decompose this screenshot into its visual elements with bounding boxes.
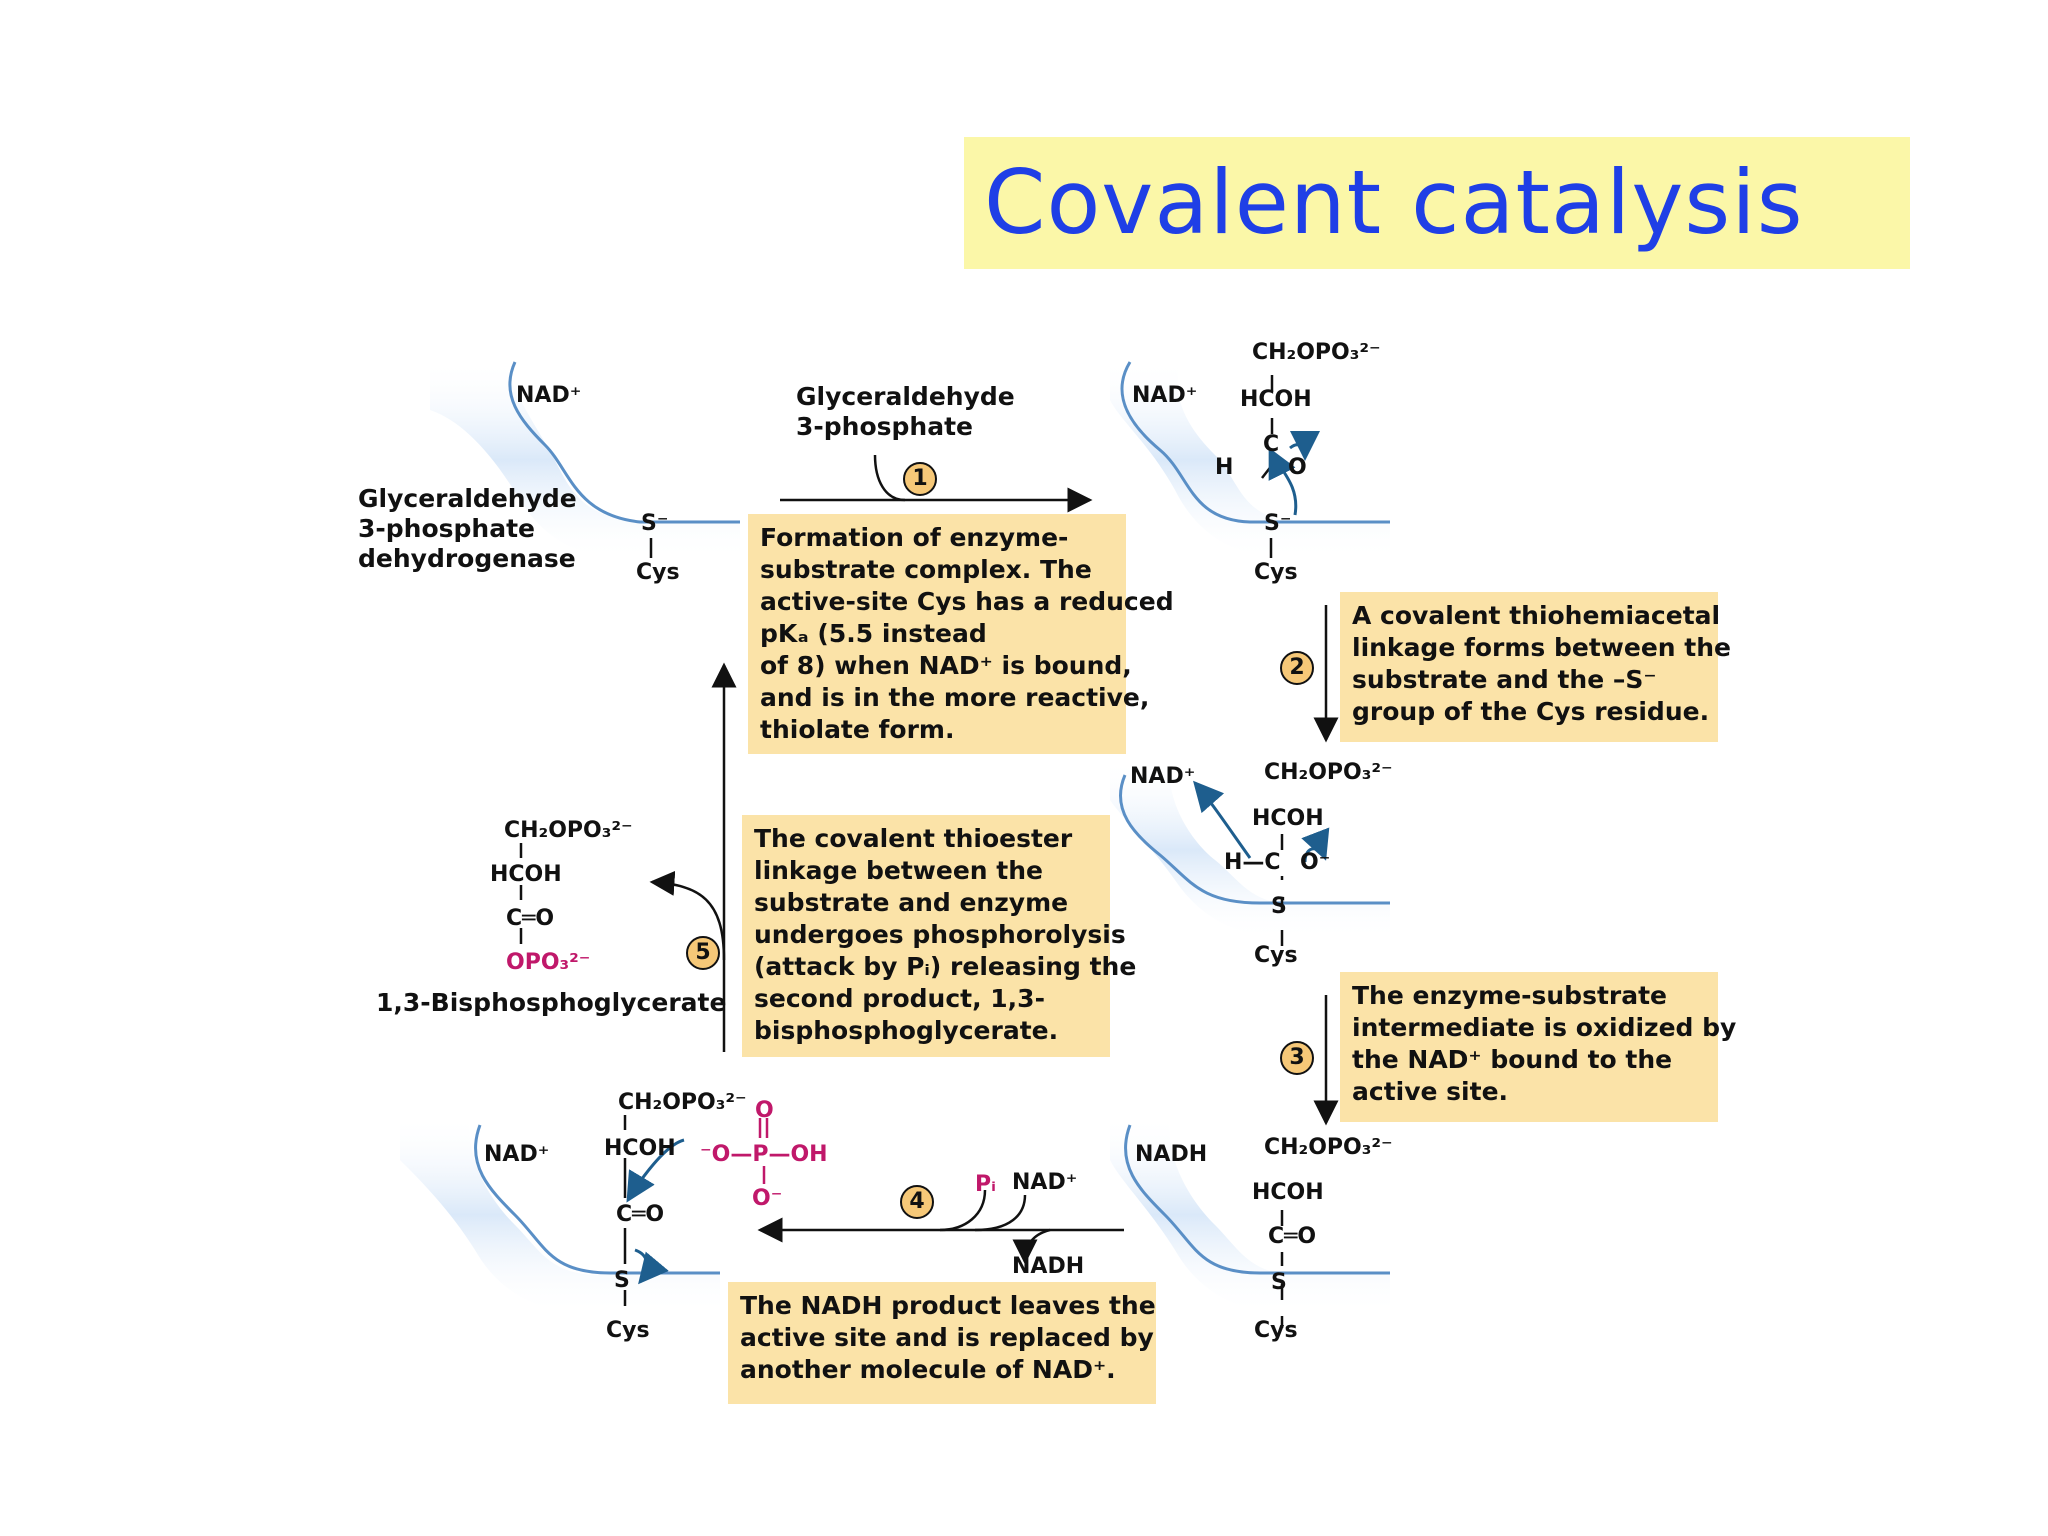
c-eq-o-5: C═O [616,1202,665,1227]
hcoh-3: HCOH [1252,806,1324,831]
pi-label: Pᵢ [975,1172,996,1197]
reaction-arrows [649,454,1339,1265]
ch2opo3-5: CH₂OPO₃²⁻ [618,1090,747,1115]
enzyme-surface-5 [400,1115,720,1315]
ch2opo3-4: CH₂OPO₃²⁻ [1264,1135,1393,1160]
cys-label-4: Cys [1254,1318,1298,1343]
ch2opo3-2: CH₂OPO₃²⁻ [1252,340,1381,365]
substrate-name: Glyceraldehyde 3-phosphate [796,382,1015,441]
s-5: S [614,1268,630,1293]
arrow-nadh-out [1012,1228,1051,1265]
arrow-step-5-branch [649,870,726,961]
enzyme-surface-4 [1110,1115,1390,1315]
annotation-step-4: The NADH product leaves the active site … [728,1282,1156,1404]
cys-label-2: Cys [1254,560,1298,585]
step-1-circle: 1 [903,462,937,496]
annotation-step-3: The enzyme-substrate intermediate is oxi… [1340,972,1736,1122]
c-eq-o-4: C═O [1268,1224,1317,1249]
step-3-circle: 3 [1280,1041,1314,1075]
annotation-step-2: A covalent thiohemiacetal linkage forms … [1340,592,1731,742]
arrow-nad-in [974,1194,1027,1232]
cys-label-5: Cys [606,1318,650,1343]
product-name: 1,3-Bisphosphoglycerate [376,988,727,1017]
title-box: Covalent catalysis [964,137,1910,269]
step-2-circle: 2 [1280,651,1314,685]
enzyme-surface-3 [1110,760,1390,940]
annotation-step-1: Formation of enzyme- substrate complex. … [748,514,1174,754]
s-4: S [1271,1270,1287,1295]
nad-label-1: NAD⁺ [516,383,582,408]
s-minus-1: S⁻ [641,511,669,536]
product-hcoh: HCOH [490,862,562,887]
phosphate-o-top: O [755,1098,774,1123]
product-c-eq-o: C═O [506,906,555,931]
arrow-pi-in [939,1189,987,1232]
arrow-substrate-in [873,454,906,502]
slide-title: Covalent catalysis [984,151,1804,254]
hcoh-4: HCOH [1252,1180,1324,1205]
phosphate-chain: ⁻O—P—OH [700,1142,828,1167]
cys-label-1: Cys [636,560,680,585]
o-2: O [1288,455,1307,480]
annotation-step-5: The covalent thioester linkage between t… [742,815,1136,1057]
nad-label-3: NAD⁺ [1130,764,1196,789]
nadh-out: NADH [1012,1254,1085,1279]
nad-plus-in: NAD⁺ [1012,1170,1078,1195]
phosphate-bonds [758,1118,769,1184]
cys-label-3: Cys [1254,943,1298,968]
nadh-label-4: NADH [1135,1142,1208,1167]
step-5-circle: 5 [686,936,720,970]
enzyme-surface-1 [430,360,740,560]
step-4-circle: 4 [900,1185,934,1219]
nad-label-5: NAD⁺ [484,1142,550,1167]
product-opo3: OPO₃²⁻ [506,950,591,975]
o-minus-3: O⁻ [1300,850,1331,875]
h-2: H [1215,455,1234,480]
product-ch2opo3: CH₂OPO₃²⁻ [504,818,633,843]
phosphate-o-minus: O⁻ [752,1186,783,1211]
h-c-3: H—C [1224,850,1281,875]
s-3: S [1271,894,1287,919]
nad-label-2: NAD⁺ [1132,383,1198,408]
hcoh-2: HCOH [1240,387,1312,412]
hcoh-5: HCOH [604,1136,676,1161]
s-minus-2: S⁻ [1264,511,1292,536]
c-2: C [1263,432,1280,457]
mechanism-arrows [626,430,1330,1285]
ch2opo3-3: CH₂OPO₃²⁻ [1264,760,1393,785]
enzyme-surface-2 [1110,360,1390,560]
enzyme-name: Glyceraldehyde 3-phosphate dehydrogenase [358,484,577,573]
